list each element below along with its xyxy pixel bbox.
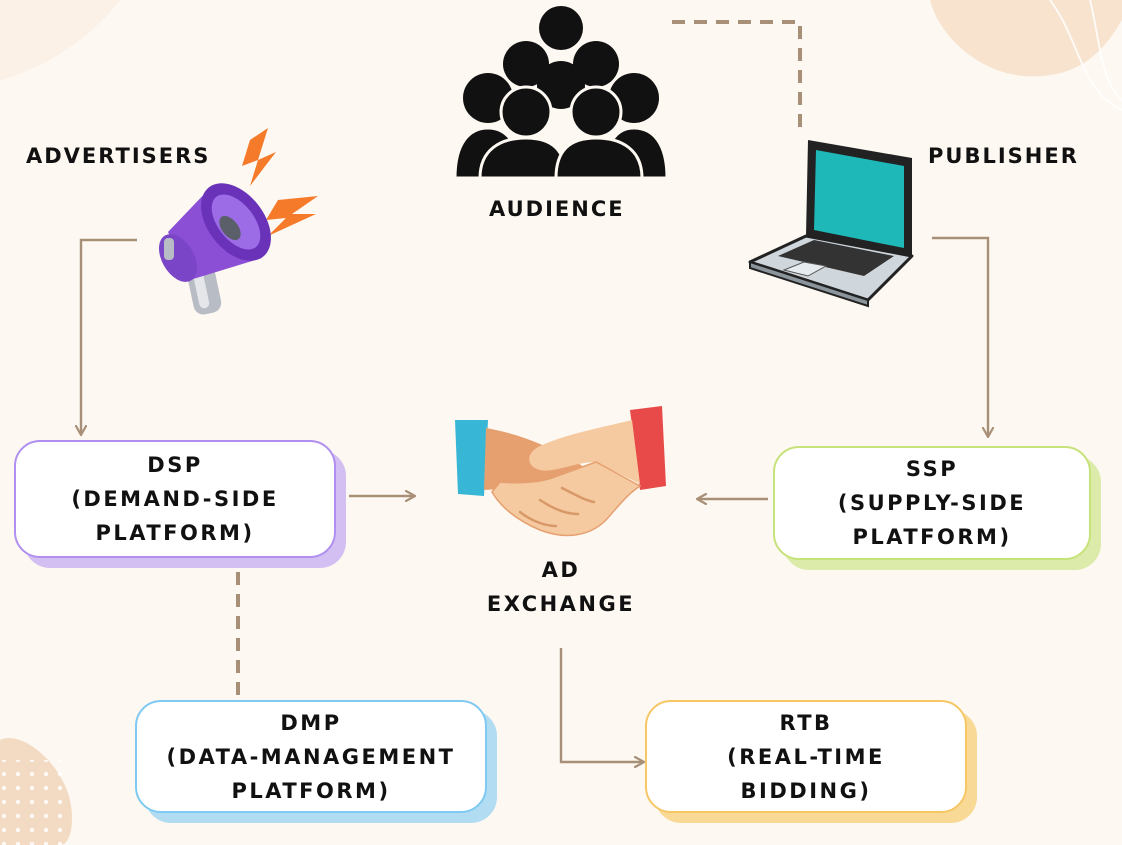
laptop-icon bbox=[748, 140, 914, 308]
edge-audience-publisher bbox=[672, 20, 802, 128]
rtb-node: RTB (REAL-TIME BIDDING) bbox=[645, 700, 967, 813]
connectors bbox=[81, 20, 988, 762]
edge-advertisers-dsp bbox=[81, 238, 137, 434]
dmp-title: DMP bbox=[280, 710, 342, 735]
dmp-node: DMP (DATA-MANAGEMENT PLATFORM) bbox=[135, 700, 487, 813]
ssp-line-3: PLATFORM) bbox=[852, 525, 1012, 549]
dmp-line-2: (DATA-MANAGEMENT bbox=[166, 744, 456, 769]
dsp-line-2: (DEMAND-SIDE bbox=[71, 487, 279, 511]
dsp-node: DSP (DEMAND-SIDE PLATFORM) bbox=[14, 440, 336, 558]
ad-exchange-line-1: AD bbox=[541, 558, 581, 582]
ssp-title: SSP bbox=[905, 457, 959, 481]
dsp-title: DSP bbox=[147, 453, 203, 477]
dmp-line-3: PLATFORM) bbox=[231, 778, 391, 803]
edge-adexchange-rtb bbox=[559, 648, 643, 762]
edge-publisher-ssp bbox=[932, 236, 988, 436]
audience-icon bbox=[453, 6, 669, 180]
dsp-line-3: PLATFORM) bbox=[95, 521, 255, 545]
ssp-line-2: (SUPPLY-SIDE bbox=[837, 491, 1027, 515]
megaphone-icon bbox=[159, 128, 318, 315]
handshake-icon bbox=[455, 406, 666, 537]
audience-label: AUDIENCE bbox=[489, 197, 625, 221]
rtb-line-2: (REAL-TIME bbox=[727, 744, 885, 769]
publisher-label: PUBLISHER bbox=[928, 144, 1079, 168]
ssp-node: SSP (SUPPLY-SIDE PLATFORM) bbox=[773, 446, 1091, 560]
ad-exchange-node: AD EXCHANGE bbox=[461, 553, 661, 621]
advertisers-label: ADVERTISERS bbox=[26, 144, 211, 168]
ad-exchange-line-2: EXCHANGE bbox=[486, 592, 636, 616]
rtb-title: RTB bbox=[779, 710, 833, 735]
rtb-line-3: BIDDING) bbox=[740, 778, 872, 803]
